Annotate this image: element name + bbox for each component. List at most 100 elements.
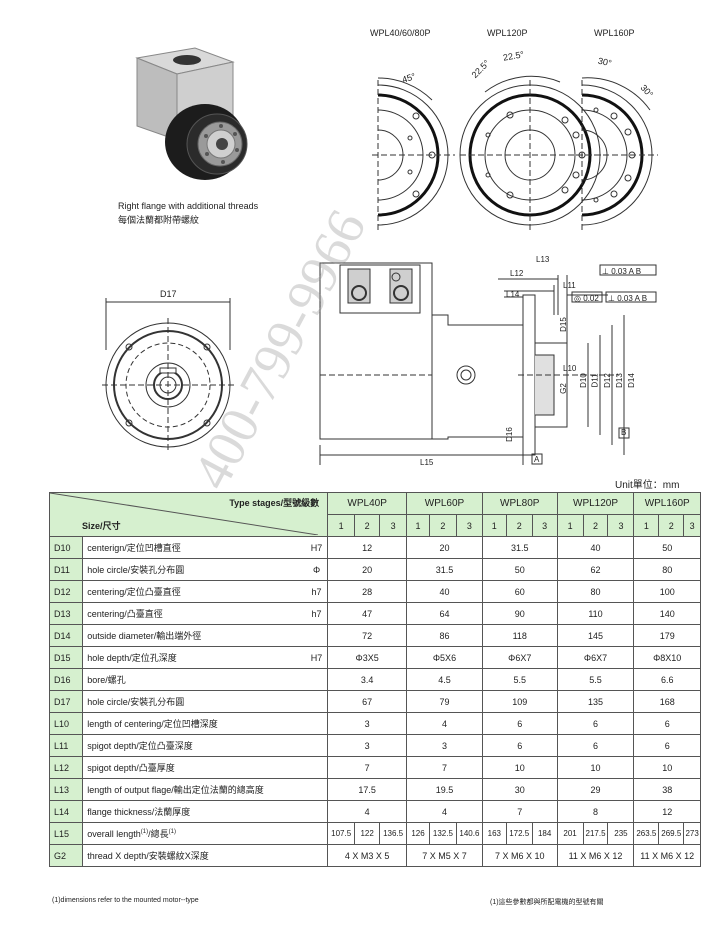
row-value: 40 xyxy=(556,536,635,559)
row-value: 40 xyxy=(406,580,483,603)
model-header: WPL40P xyxy=(327,492,408,515)
row-value: 47 xyxy=(327,602,408,625)
dim-l14-label: L14 xyxy=(506,290,520,299)
row-value: 60 xyxy=(481,580,558,603)
row-value: 132.5 xyxy=(428,822,457,845)
row-value: Φ3X5 xyxy=(327,646,408,669)
row-value: 6 xyxy=(633,734,701,757)
stage-header: 1 xyxy=(481,514,507,537)
row-value: Φ6X7 xyxy=(481,646,558,669)
dim-d10-label: D10 xyxy=(578,373,588,388)
row-value: Φ8X10 xyxy=(633,646,701,669)
product-photo xyxy=(125,40,255,190)
row-value: 20 xyxy=(327,558,408,581)
model-header: WPL160P xyxy=(633,492,701,515)
row-value: 7 X M6 X 10 xyxy=(481,844,558,867)
row-description: hole circle/安裝孔分布圓 xyxy=(82,558,306,581)
row-tolerance: h7 xyxy=(305,602,329,625)
row-code: L14 xyxy=(48,800,84,823)
row-value: 31.5 xyxy=(481,536,558,559)
row-description: overall length(1)/總長(1) xyxy=(82,822,329,845)
row-code: D16 xyxy=(48,668,84,691)
photo-caption-zh: 每個法蘭都附帶螺紋 xyxy=(118,215,200,225)
footnote-en: (1)dimensions refer to the mounted motor… xyxy=(52,897,199,904)
table-header-corner: Type stages/型號級數 Size/尺寸 xyxy=(48,492,329,537)
row-value: 3 xyxy=(327,712,408,735)
stage-header: 3 xyxy=(683,514,701,537)
flange-views-drawing xyxy=(372,75,658,230)
dim-d15-label: D15 xyxy=(558,317,568,332)
model-label-wpl120: WPL120P xyxy=(487,28,528,38)
row-value: 6 xyxy=(633,712,701,735)
row-value: 31.5 xyxy=(406,558,483,581)
row-description: centerign/定位凹槽直徑 xyxy=(82,536,306,559)
row-value: Φ6X7 xyxy=(556,646,635,669)
row-value: 109 xyxy=(481,690,558,713)
row-value: 4 X M3 X 5 xyxy=(327,844,408,867)
row-value: 263.5 xyxy=(633,822,660,845)
row-value: 28 xyxy=(327,580,408,603)
row-value: 5.5 xyxy=(556,668,635,691)
stage-header: 2 xyxy=(505,514,533,537)
row-description: centering/凸臺直徑 xyxy=(82,602,306,625)
dim-l13-label: L13 xyxy=(536,255,550,264)
row-value: 122 xyxy=(354,822,381,845)
row-value: 7 xyxy=(406,756,483,779)
stage-header: 1 xyxy=(327,514,356,537)
unit-label: Unit單位：mm xyxy=(615,480,680,491)
dim-d14-label: D14 xyxy=(626,373,636,388)
spec-table: Type stages/型號級數 Size/尺寸 WPL40P WPL60P W… xyxy=(48,492,701,867)
model-label-wpl160: WPL160P xyxy=(594,28,635,38)
row-value: 145 xyxy=(556,624,635,647)
row-tolerance: h7 xyxy=(305,580,329,603)
row-value: 168 xyxy=(633,690,701,713)
model-label-wpl40-80: WPL40/60/80P xyxy=(370,28,431,38)
row-value: 80 xyxy=(556,580,635,603)
row-value: 50 xyxy=(633,536,701,559)
row-code: D15 xyxy=(48,646,84,669)
row-code: L11 xyxy=(48,734,84,757)
row-value: 86 xyxy=(406,624,483,647)
row-value: 50 xyxy=(481,558,558,581)
row-value: 4 xyxy=(406,800,483,823)
row-value: 5.5 xyxy=(481,668,558,691)
stage-header: 1 xyxy=(556,514,584,537)
desc-footnote-mark: (1) xyxy=(168,829,176,835)
row-value: 217.5 xyxy=(582,822,609,845)
dim-l12-label: L12 xyxy=(510,269,524,278)
tolerance-frame-3: ⊥ 0.03 A B xyxy=(608,294,648,303)
row-value: 3 xyxy=(406,734,483,757)
photo-caption-en: Right flange with additional threads xyxy=(118,201,259,211)
row-value: 72 xyxy=(327,624,408,647)
row-code: L12 xyxy=(48,756,84,779)
dim-l15-label: L15 xyxy=(420,458,434,467)
row-value: 20 xyxy=(406,536,483,559)
tolerance-frame-2: ◎ 0.02 xyxy=(574,294,599,303)
stage-header: 3 xyxy=(455,514,483,537)
row-value: 235 xyxy=(607,822,635,845)
row-value: 10 xyxy=(633,756,701,779)
stage-header: 2 xyxy=(428,514,457,537)
row-value: 6 xyxy=(481,712,558,735)
row-value: 107.5 xyxy=(327,822,356,845)
row-tolerance xyxy=(305,668,329,691)
row-description: length of output flage/輸出定位法蘭的總高度 xyxy=(82,778,306,801)
desc-text: overall length xyxy=(87,829,141,839)
stage-header: 1 xyxy=(633,514,660,537)
row-code: D12 xyxy=(48,580,84,603)
dim-d17-label: D17 xyxy=(160,289,177,299)
row-value: 79 xyxy=(406,690,483,713)
row-code: G2 xyxy=(48,844,84,867)
row-description: thread X depth/安裝螺紋X深度 xyxy=(82,844,329,867)
table-header-models: Type stages/型號級數 Size/尺寸 WPL40P WPL60P W… xyxy=(48,492,701,537)
row-value: 4.5 xyxy=(406,668,483,691)
footnote-zh: (1)這些參數都與所配電機的型號有關 xyxy=(490,899,604,906)
row-code: L10 xyxy=(48,712,84,735)
stage-header: 3 xyxy=(531,514,558,537)
